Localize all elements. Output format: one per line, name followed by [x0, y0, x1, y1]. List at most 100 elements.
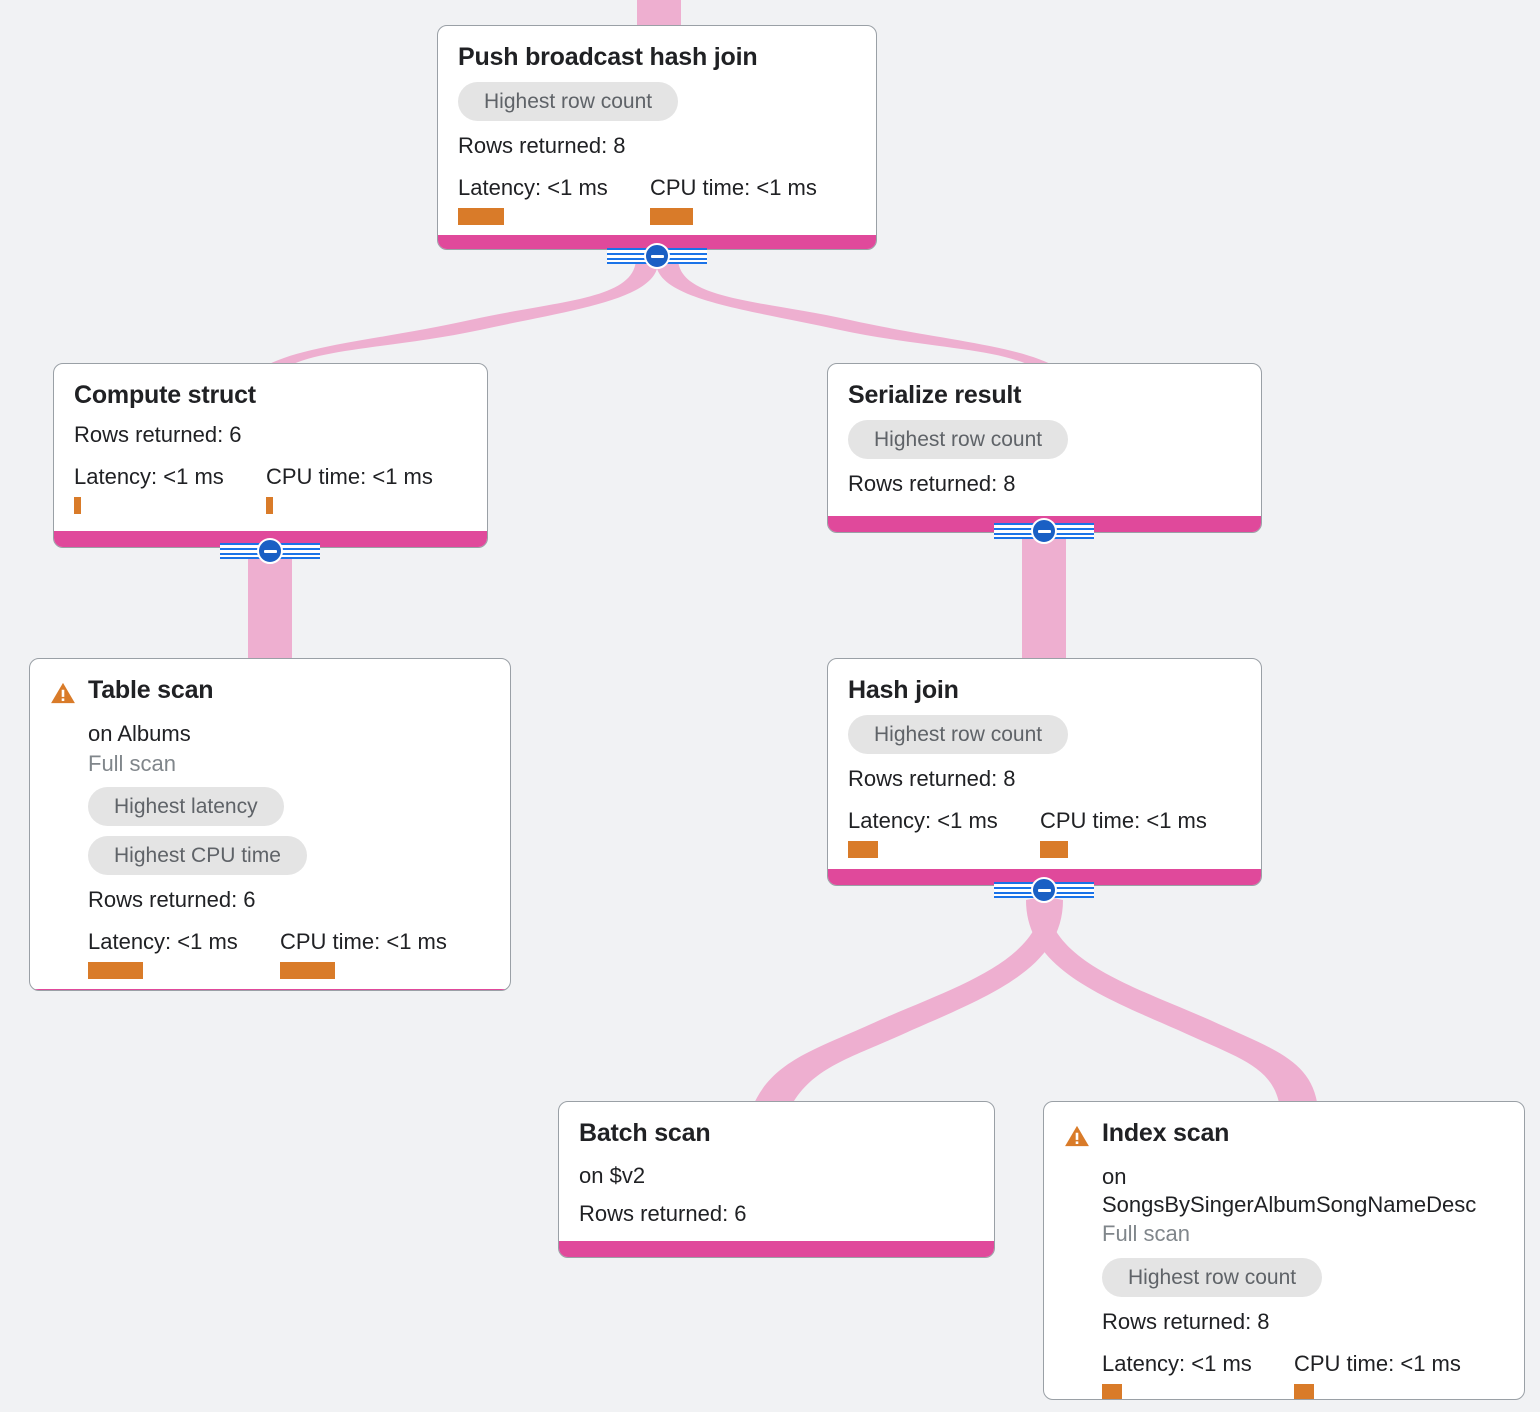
metrics-row: Latency: <1 ms CPU time: <1 ms: [848, 808, 1241, 858]
plan-node-badge-wrap: Highest CPU time: [88, 826, 490, 876]
edge-serialize-result-to-hash-join: [1022, 533, 1066, 678]
cpu-time-metric-label: CPU time: <1 ms: [280, 929, 447, 955]
latency-metric: Latency: <1 ms: [848, 808, 1040, 858]
plan-node-badge-wrap: Highest row count: [458, 72, 856, 121]
latency-metric-label: Latency: <1 ms: [74, 463, 224, 489]
plan-node-title-row: Compute struct: [74, 381, 467, 410]
plan-node-scan-type: Full scan: [88, 750, 177, 776]
status-badge: Highest row count: [848, 419, 1069, 459]
cpu-time-metric: CPU time: <1 ms: [650, 175, 850, 225]
rows-returned-label: Rows returned: 6: [579, 1201, 747, 1226]
metrics-row: Latency: <1 ms CPU time: <1 ms: [74, 464, 467, 514]
cpu-time-bar: [650, 207, 693, 225]
plan-node-footer-bar: [30, 989, 510, 990]
cpu-time-metric: CPU time: <1 ms: [1294, 1350, 1494, 1399]
plan-node-scan-type: Full scan: [1102, 1221, 1191, 1246]
cpu-time-metric-label: CPU time: <1 ms: [1294, 1350, 1461, 1376]
plan-node-title: Hash join: [848, 676, 959, 704]
latency-bar: [458, 207, 504, 225]
plan-node-footer-bar: [54, 531, 487, 547]
plan-node-title-row: Push broadcast hash join: [458, 43, 856, 72]
cpu-time-metric-label: CPU time: <1 ms: [650, 174, 817, 200]
plan-node-title-row: Table scan: [50, 676, 490, 706]
latency-metric-label: Latency: <1 ms: [88, 929, 238, 955]
minus-glyph: [1037, 888, 1051, 892]
latency-metric: Latency: <1 ms: [1102, 1350, 1294, 1399]
metrics-row: Latency: <1 ms CPU time: <1 ms: [1102, 1350, 1504, 1399]
cpu-time-bar: [1040, 840, 1068, 858]
warning-icon: [1065, 1125, 1089, 1147]
minus-glyph: [263, 549, 277, 553]
metrics-row: Latency: <1 ms CPU time: <1 ms: [458, 175, 856, 225]
rows-returned-label: Rows returned: 8: [848, 765, 1016, 791]
plan-node-title: Compute struct: [74, 381, 256, 409]
latency-metric-label: Latency: <1 ms: [848, 807, 998, 833]
plan-node-title: Index scan: [1102, 1119, 1230, 1147]
plan-node-footer-bar: [559, 1241, 994, 1257]
latency-metric-label: Latency: <1 ms: [458, 174, 608, 200]
cpu-time-metric: CPU time: <1 ms: [280, 929, 480, 980]
latency-metric: Latency: <1 ms: [74, 464, 266, 514]
plan-node-index-scan[interactable]: Index scan on SongsBySingerAlbumSongNameD…: [1043, 1101, 1525, 1400]
cpu-time-bar: [1294, 1383, 1314, 1399]
rows-returned-label: Rows returned: 6: [74, 421, 242, 447]
cpu-time-metric-label: CPU time: <1 ms: [266, 463, 433, 489]
latency-metric-label: Latency: <1 ms: [1102, 1350, 1252, 1376]
plan-node-content: Rows returned: 6 Latency: <1 ms CPU time: …: [74, 422, 467, 514]
plan-node-badge-wrap: Highest latency: [88, 777, 490, 827]
plan-node-target: on SongsBySingerAlbumSongNameDesc: [1102, 1164, 1477, 1217]
metrics-row: Latency: <1 ms CPU time: <1 ms: [88, 929, 490, 980]
cpu-time-metric: CPU time: <1 ms: [1040, 808, 1240, 858]
status-badge: Highest row count: [1102, 1257, 1323, 1297]
plan-node-title: Serialize result: [848, 381, 1022, 409]
plan-node-title: Batch scan: [579, 1119, 711, 1147]
plan-node-body: Index scan on SongsBySingerAlbumSongNameD…: [1044, 1102, 1524, 1399]
status-badge: Highest CPU time: [88, 836, 307, 876]
edge-hash-join-to-index-scan: [1026, 896, 1318, 1118]
plan-node-title-row: Serialize result: [848, 381, 1241, 410]
connector-rail-right: [667, 248, 707, 264]
status-badge: Highest row count: [848, 714, 1069, 754]
cpu-time-bar: [266, 496, 273, 514]
rows-returned-label: Rows returned: 6: [88, 887, 256, 913]
plan-node-badge-wrap: Highest row count: [848, 410, 1241, 459]
plan-node-footer-bar: [828, 869, 1261, 885]
minus-glyph: [650, 254, 664, 258]
plan-node-title-row: Index scan: [1064, 1119, 1504, 1149]
latency-metric: Latency: <1 ms: [458, 175, 650, 225]
plan-node-title-row: Hash join: [848, 676, 1241, 705]
rows-returned-label: Rows returned: 8: [1102, 1308, 1270, 1334]
plan-node-title: Push broadcast hash join: [458, 43, 758, 71]
latency-bar: [74, 496, 81, 514]
plan-node-badge-wrap: Highest row count: [848, 705, 1241, 754]
latency-metric: Latency: <1 ms: [88, 929, 280, 980]
rows-returned-label: Rows returned: 8: [458, 132, 626, 158]
edge-hash-join-to-batch-scan: [752, 896, 1063, 1118]
connector-rail-left: [607, 248, 647, 264]
rows-returned-label: Rows returned: 8: [848, 470, 1016, 496]
status-badge: Highest latency: [88, 787, 284, 827]
latency-bar: [1102, 1383, 1122, 1399]
latency-bar: [848, 840, 878, 858]
cpu-time-bar: [280, 962, 335, 980]
plan-node-badge-wrap: Highest row count: [1102, 1248, 1504, 1297]
warning-icon: [51, 682, 75, 704]
